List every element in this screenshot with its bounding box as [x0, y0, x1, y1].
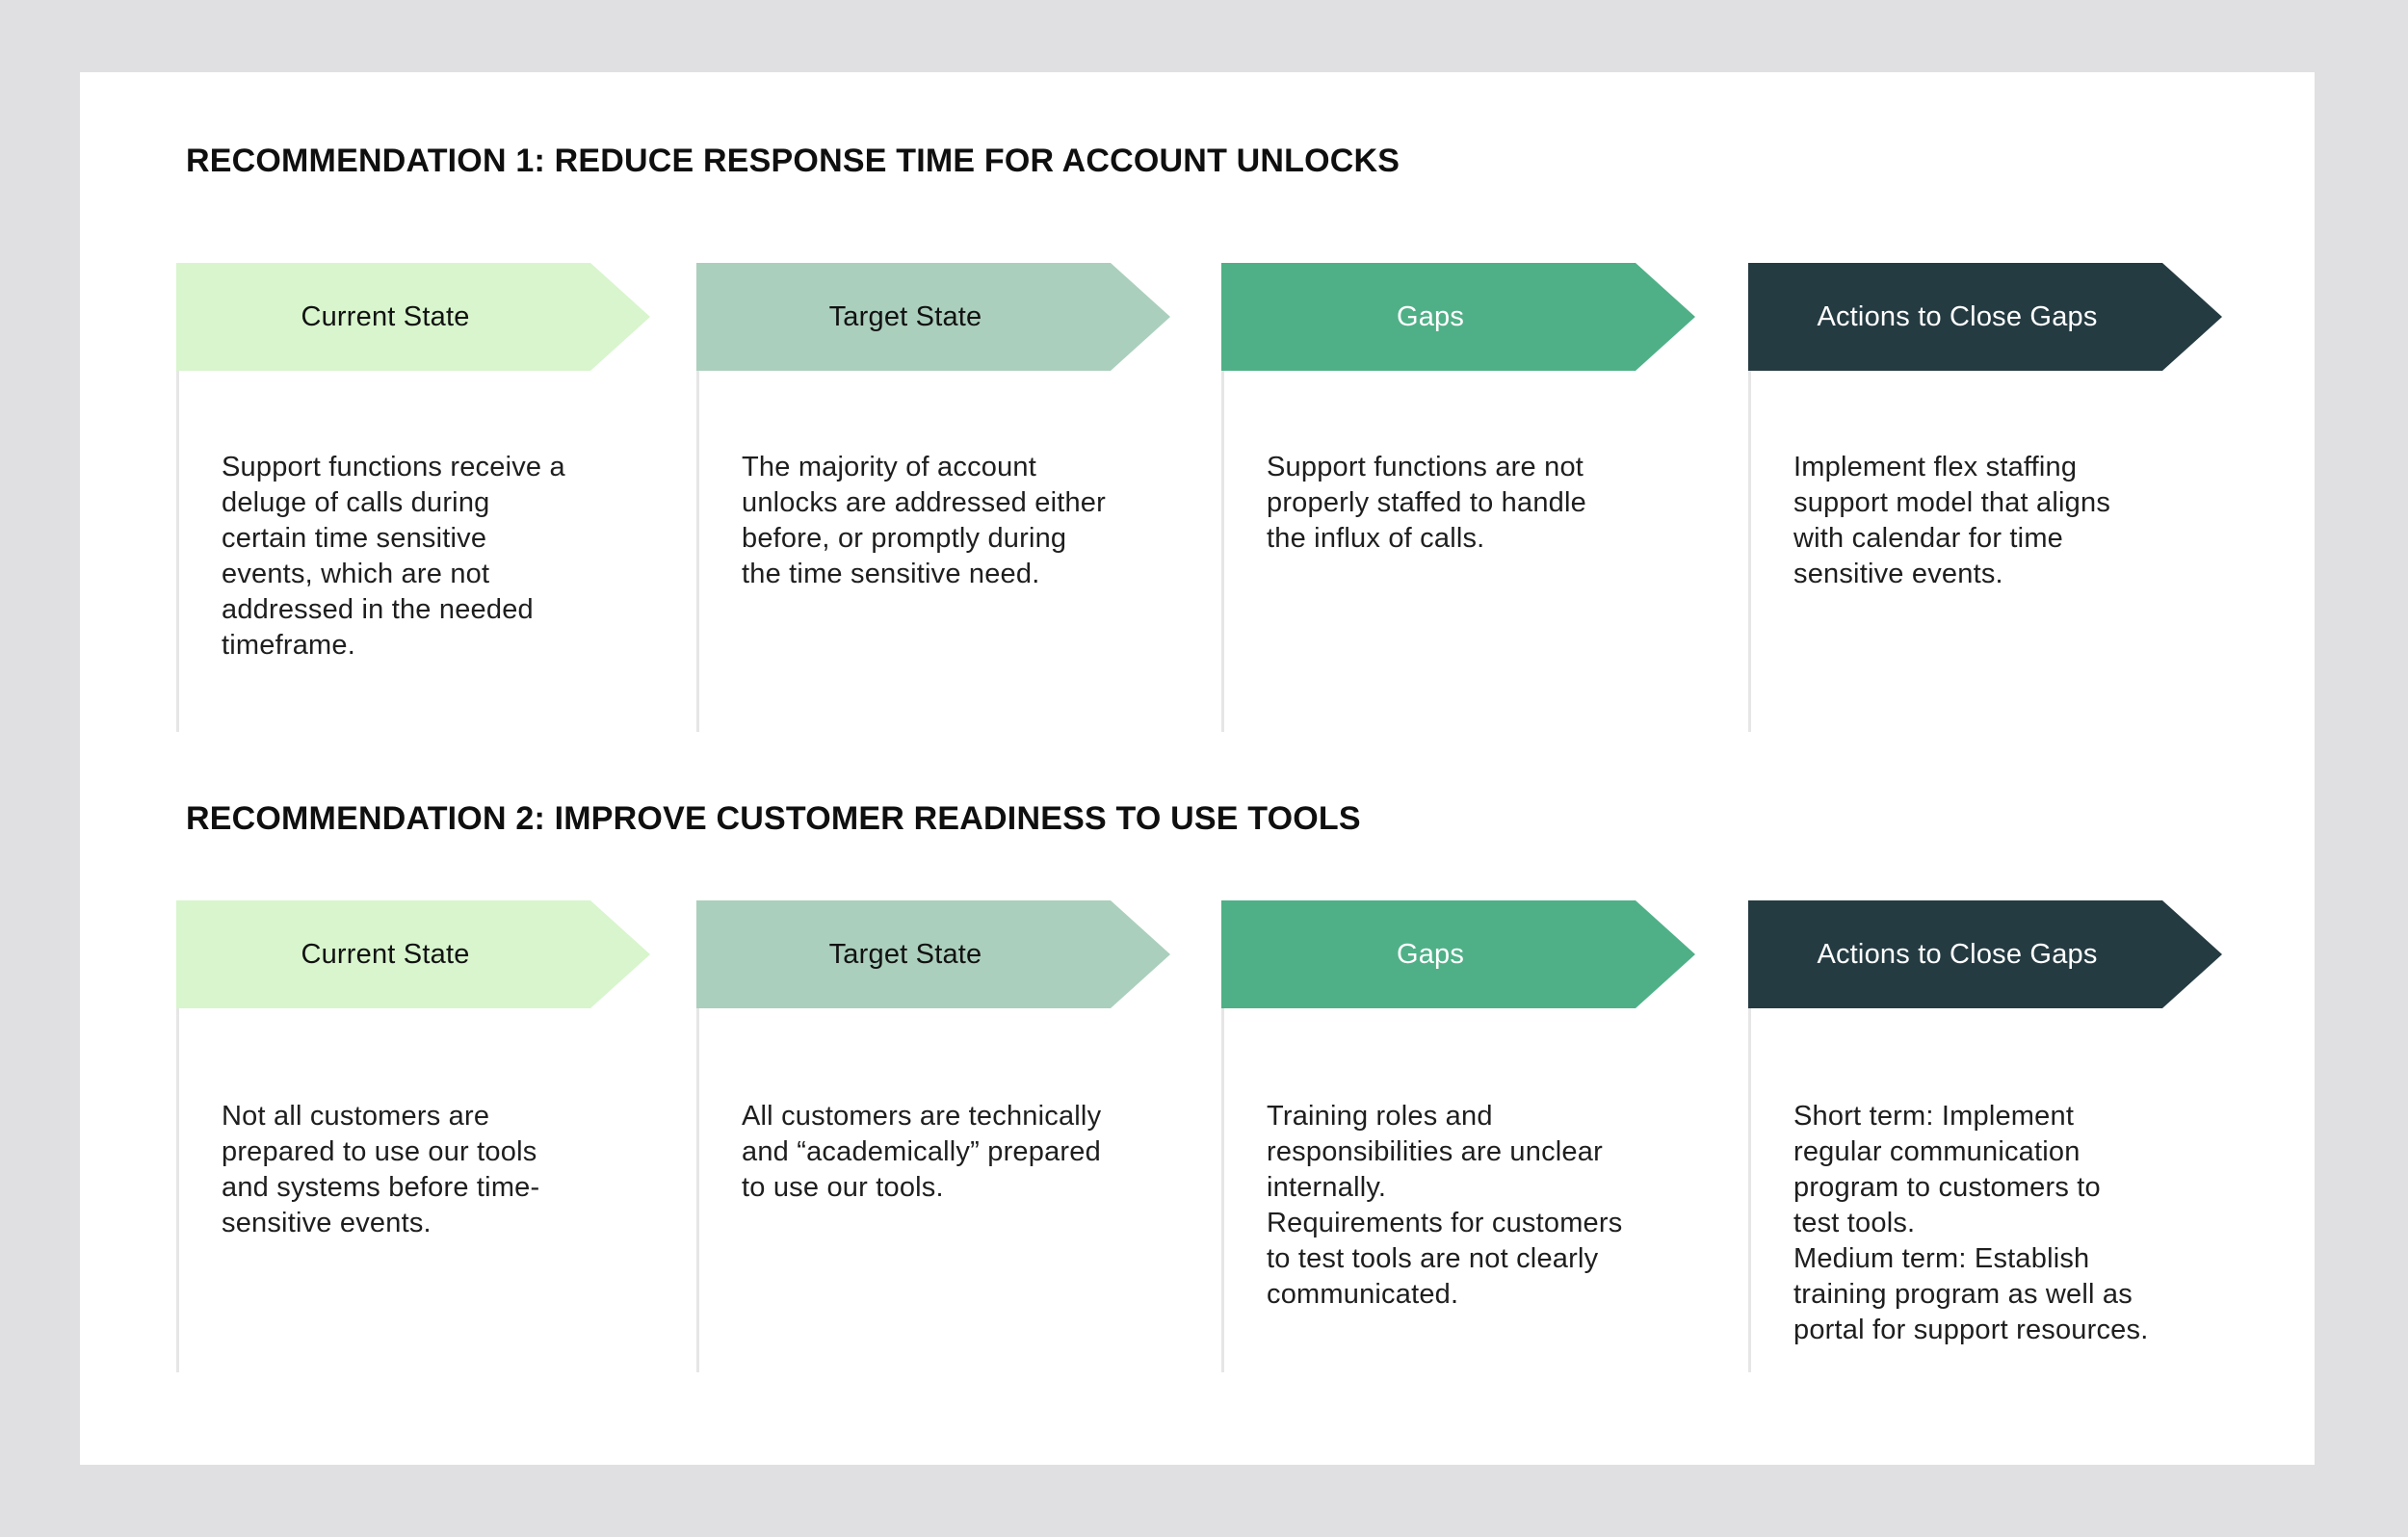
column-divider [176, 1008, 179, 1372]
column-divider [1748, 1008, 1751, 1372]
stage-arrow-current-state-2: Current State [176, 900, 650, 1008]
column-divider [696, 371, 699, 732]
stage-arrow-label: Target State [828, 300, 982, 332]
column-divider [176, 371, 179, 732]
stage-arrow-label: Current State [301, 300, 470, 332]
stage-arrow-label: Gaps [1396, 938, 1465, 970]
stage-arrow-target-state-2: Target State [696, 900, 1170, 1008]
stage-arrow-gaps-1: Gaps [1221, 263, 1695, 371]
target-state-text-1: The majority of account unlocks are addr… [742, 452, 1106, 589]
current-state-text-2: Not all customers are prepared to use ou… [222, 1101, 540, 1238]
gaps-text-2: Training roles and responsibilities are … [1267, 1101, 1623, 1310]
current-state-text-1: Support functions receive a deluge of ca… [222, 452, 565, 661]
stage-arrow-label: Current State [301, 938, 470, 970]
stage-arrow-label: Target State [828, 938, 982, 970]
stage-arrow-gaps-2: Gaps [1221, 900, 1695, 1008]
stage-arrow-label: Actions to Close Gaps [1817, 300, 2098, 332]
target-state-text-2: All customers are technically and “acade… [742, 1101, 1102, 1203]
stage-arrow-label: Gaps [1396, 300, 1465, 332]
recommendation-1-heading: RECOMMENDATION 1: REDUCE RESPONSE TIME F… [186, 143, 1400, 179]
actions-text-2: Short term: Implement regular communicat… [1793, 1101, 2149, 1345]
stage-arrow-label: Actions to Close Gaps [1817, 938, 2098, 970]
gaps-text-1: Support functions are not properly staff… [1267, 452, 1586, 554]
slide-card: RECOMMENDATION 1: REDUCE RESPONSE TIME F… [80, 72, 2315, 1465]
stage-arrow-current-state-1: Current State [176, 263, 650, 371]
stage-arrow-actions-1: Actions to Close Gaps [1748, 263, 2222, 371]
stage-arrow-target-state-1: Target State [696, 263, 1170, 371]
actions-text-1: Implement flex staffing support model th… [1793, 452, 2111, 589]
column-divider [1221, 1008, 1224, 1372]
stage-arrow-actions-2: Actions to Close Gaps [1748, 900, 2222, 1008]
column-divider [1221, 371, 1224, 732]
recommendation-2-heading: RECOMMENDATION 2: IMPROVE CUSTOMER READI… [186, 800, 1361, 837]
column-divider [696, 1008, 699, 1372]
column-divider [1748, 371, 1751, 732]
